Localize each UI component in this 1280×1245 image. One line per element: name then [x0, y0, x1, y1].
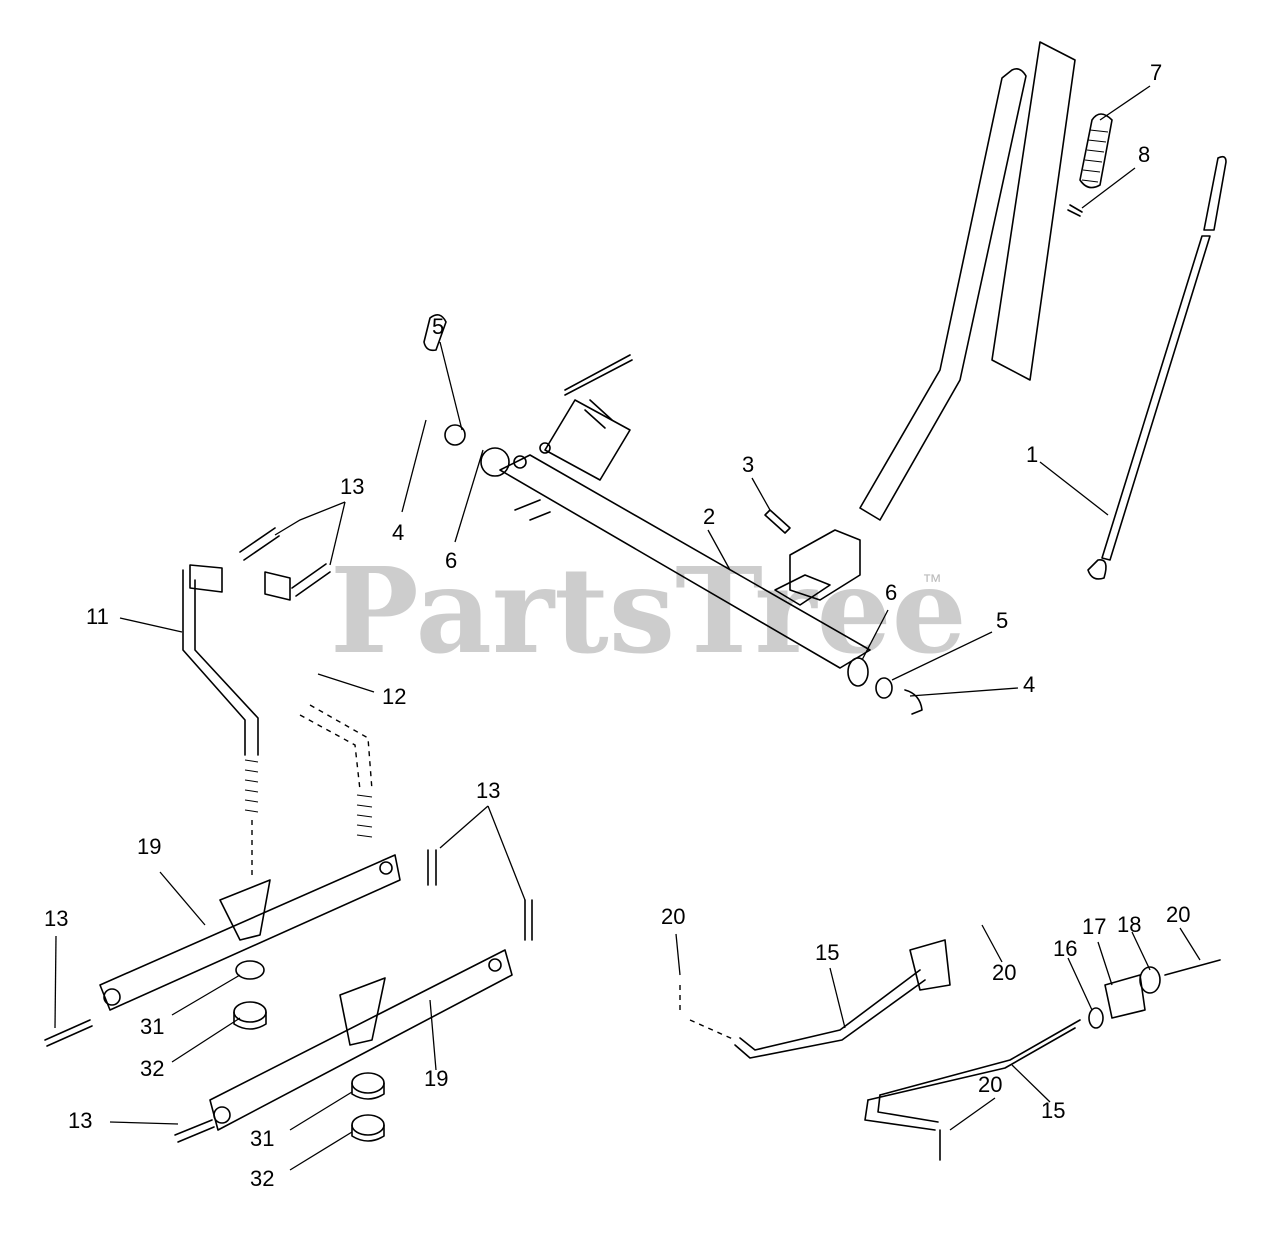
lift-handle-panel: [991, 41, 1076, 381]
callout-13: 13: [340, 474, 364, 499]
clevis-pins-upper: [239, 527, 331, 597]
callout-6: 6: [885, 580, 897, 605]
clevis-pins-lower: [44, 849, 533, 1143]
callout-1: 1: [1026, 442, 1038, 467]
left-end-hardware: [423, 314, 551, 469]
cross-shaft: [480, 354, 871, 669]
watermark-trademark: ™: [922, 571, 942, 593]
callout-31: 31: [250, 1126, 274, 1151]
callout-32: 32: [250, 1166, 274, 1191]
callout-19: 19: [424, 1066, 448, 1091]
callout-3: 3: [742, 452, 754, 477]
watermark-text: PartsTree: [330, 541, 967, 680]
callout-19: 19: [137, 834, 161, 859]
callout-31: 31: [140, 1014, 164, 1039]
callout-12: 12: [382, 684, 406, 709]
washer-nut-set-1: [233, 960, 267, 1030]
callout-11: 11: [86, 604, 109, 629]
callout-20: 20: [978, 1072, 1002, 1097]
small-pin: [1067, 204, 1083, 217]
bent-rod-2: [264, 571, 373, 838]
lift-lever: [774, 68, 1027, 606]
callout-15: 15: [815, 940, 839, 965]
link-rod-lower: [864, 959, 1221, 1161]
callout-20: 20: [1166, 902, 1190, 927]
callout-5: 5: [996, 608, 1008, 633]
callout-20: 20: [992, 960, 1016, 985]
callout-18: 18: [1117, 912, 1141, 937]
callout-32: 32: [140, 1056, 164, 1081]
leader-lines: [54, 85, 1201, 1171]
washer-nut-set-2: [351, 1072, 385, 1142]
callout-13: 13: [68, 1108, 92, 1133]
callout-7: 7: [1150, 60, 1162, 85]
callout-13: 13: [44, 906, 68, 931]
lift-arm-upper: [99, 854, 401, 1011]
callout-15: 15: [1041, 1098, 1065, 1123]
key: [764, 509, 791, 534]
callout-4: 4: [392, 520, 404, 545]
callout-4: 4: [1023, 672, 1035, 697]
bent-rod: [182, 564, 259, 880]
callout-6: 6: [445, 548, 457, 573]
callout-13: 13: [476, 778, 500, 803]
right-end-hardware: [847, 657, 923, 715]
callout-8: 8: [1138, 142, 1150, 167]
callout-16: 16: [1053, 936, 1077, 961]
callout-5: 5: [432, 314, 444, 339]
long-rod: [1087, 155, 1227, 580]
lift-arm-lower: [209, 949, 513, 1131]
callout-20: 20: [661, 904, 685, 929]
grip-knob: [1079, 113, 1113, 189]
link-rod-upper: [679, 939, 951, 1059]
callout-2: 2: [703, 504, 715, 529]
callout-17: 17: [1082, 914, 1106, 939]
